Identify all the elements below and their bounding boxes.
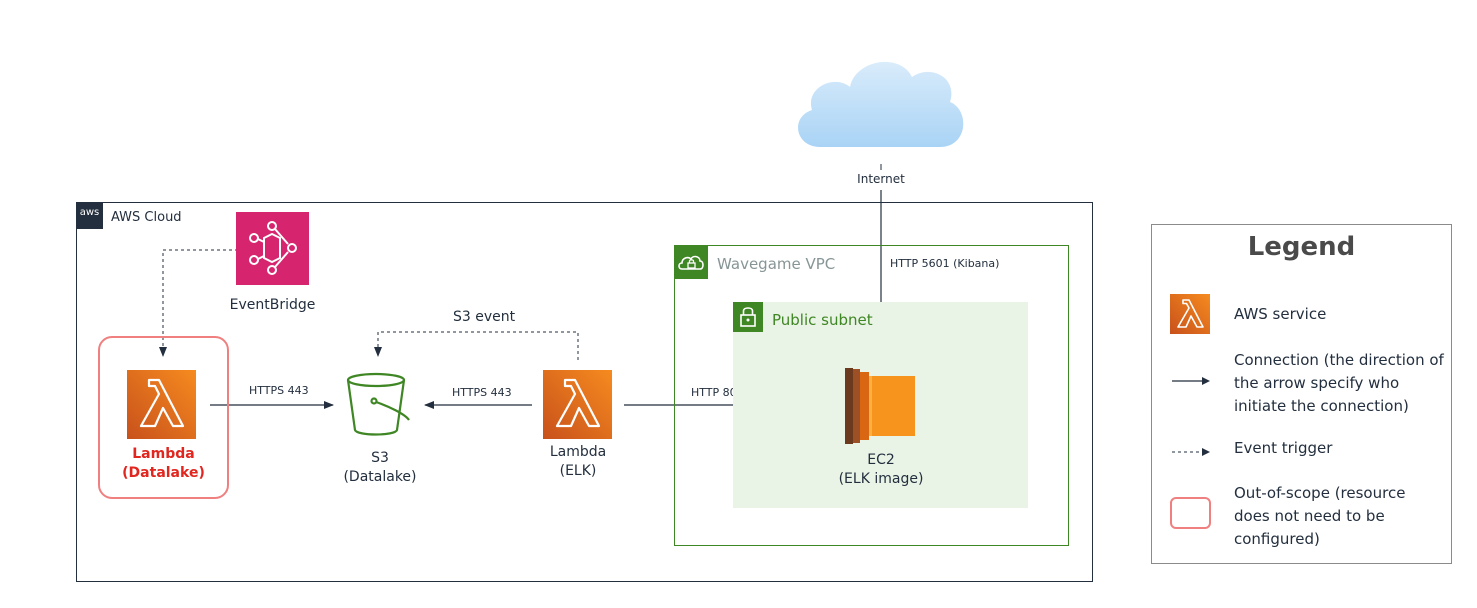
ec2-line2: (ELK image) xyxy=(838,471,924,487)
https-443-right-label: HTTPS 443 xyxy=(452,386,512,399)
legend-event-trigger-arrow-icon xyxy=(1172,448,1210,456)
aws-logo-icon: aws xyxy=(76,202,103,229)
legend-lambda-icon xyxy=(1170,294,1210,334)
lambda-datalake-icon xyxy=(127,370,196,439)
eventbridge-icon xyxy=(236,212,309,285)
aws-cloud-group xyxy=(76,202,1093,582)
legend-out-of-scope-swatch xyxy=(1170,497,1211,529)
ec2-label: EC2 (ELK image) xyxy=(822,451,940,489)
legend-item-connection: Connection (the direction of the arrow s… xyxy=(1234,351,1444,415)
legend-item-aws-service: AWS service xyxy=(1234,305,1327,323)
s3-line2: (Datalake) xyxy=(343,469,417,485)
lambda-elk-label: Lambda (ELK) xyxy=(528,443,628,481)
lambda-datalake-label: Lambda (Datalake) xyxy=(100,445,227,483)
lambda-elk-icon xyxy=(543,370,612,439)
lambda-elk-line2: (ELK) xyxy=(559,463,597,479)
legend-item-out-of-scope: Out-of-scope (resource does not need to … xyxy=(1234,484,1406,548)
s3-line1: S3 xyxy=(371,450,389,466)
s3-bucket-icon xyxy=(346,372,410,436)
internet-cloud-icon xyxy=(798,61,964,147)
legend-title: Legend xyxy=(1247,232,1356,262)
legend-item-event-trigger: Event trigger xyxy=(1234,439,1333,457)
https-443-left-label: HTTPS 443 xyxy=(249,384,309,397)
ec2-instance-icon xyxy=(845,368,915,444)
legend-panel xyxy=(1151,224,1452,564)
vpc-label: Wavegame VPC xyxy=(717,255,836,273)
s3-label: S3 (Datalake) xyxy=(330,449,430,487)
out-of-scope-box xyxy=(98,336,229,499)
vpc-cloud-lock-icon xyxy=(674,245,708,279)
lambda-datalake-line2: (Datalake) xyxy=(122,465,205,481)
aws-logo-text: aws xyxy=(79,207,100,218)
subnet-label: Public subnet xyxy=(772,311,873,329)
vpc-group xyxy=(674,245,1069,546)
lambda-elk-line1: Lambda xyxy=(549,444,607,460)
s3-event-arrow xyxy=(374,331,579,360)
internet-label: Internet xyxy=(840,172,922,186)
ec2-line1: EC2 xyxy=(867,452,895,468)
subnet-lock-icon xyxy=(733,302,763,332)
http-5601-label: HTTP 5601 (Kibana) xyxy=(890,257,1000,270)
s3-event-label: S3 event xyxy=(453,309,516,325)
eventbridge-trigger-arrow xyxy=(159,249,238,357)
legend-connection-arrow-icon xyxy=(1172,377,1210,385)
eventbridge-label: EventBridge xyxy=(229,297,316,313)
lambda-datalake-line1: Lambda xyxy=(132,446,195,462)
aws-cloud-label: AWS Cloud xyxy=(111,210,182,225)
